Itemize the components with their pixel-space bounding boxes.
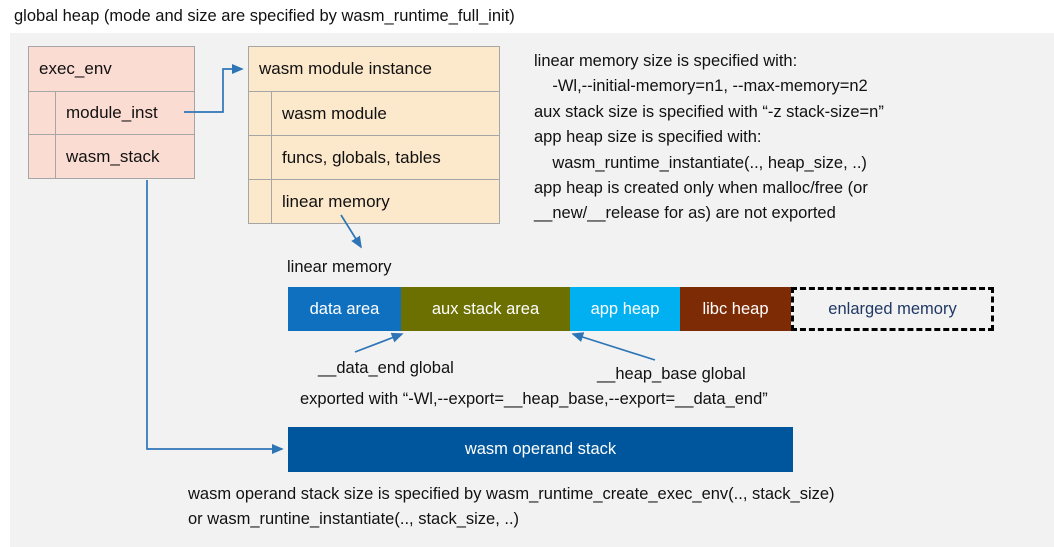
- linear-memory-bar: data area aux stack area app heap libc heap…: [288, 287, 994, 331]
- annotation-heap-base: __heap_base global: [597, 365, 746, 383]
- field-label-funcs-globals-tables: funcs, globals, tables: [282, 147, 441, 167]
- indent-cell: [29, 92, 56, 134]
- memory-segment-data-area: data area: [288, 287, 401, 331]
- field-label-linear-memory: linear memory: [282, 192, 390, 211]
- indent-cell: [249, 92, 272, 135]
- indent-cell: [29, 135, 56, 178]
- exec-env-field-wasm-stack: wasm_stack: [29, 135, 194, 178]
- operand-stack-note: wasm operand stack size is specified by …: [188, 485, 835, 529]
- module-instance-header-label: wasm module instance: [259, 59, 432, 78]
- exec-env-header-row: exec_env: [29, 47, 194, 92]
- exec-env-field-module-inst: module_inst: [29, 92, 194, 135]
- memory-segment-app-heap: app heap: [570, 287, 680, 331]
- annotation-exported-with: exported with “-Wl,--export=__heap_base,…: [300, 390, 768, 408]
- memory-segment-label: enlarged memory: [828, 299, 957, 318]
- memory-segment-libc-heap: libc heap: [680, 287, 791, 331]
- memory-segment-label: libc heap: [702, 299, 769, 318]
- exec-env-header-label: exec_env: [39, 59, 112, 78]
- memory-segment-label: aux stack area: [431, 299, 540, 318]
- memory-config-notes: linear memory size is specified with: -W…: [534, 52, 884, 223]
- field-label-wasm-module: wasm module: [282, 103, 387, 123]
- wasm-module-instance-box: wasm module instance wasm module funcs, …: [248, 46, 500, 224]
- module-instance-field-funcs-globals-tables: funcs, globals, tables: [249, 136, 499, 180]
- field-label-wasm-stack: wasm_stack: [66, 146, 160, 166]
- module-instance-field-wasm-module: wasm module: [249, 92, 499, 136]
- module-instance-header-row: wasm module instance: [249, 47, 499, 92]
- memory-segment-label: data area: [309, 299, 380, 318]
- memory-segment-label: app heap: [590, 299, 660, 318]
- memory-segment-enlarged-memory: enlarged memory: [791, 287, 994, 331]
- indent-cell: [249, 136, 272, 179]
- memory-segment-aux-stack-area: aux stack area: [401, 287, 570, 331]
- page-title: global heap (mode and size are specified…: [14, 7, 515, 25]
- annotation-data-end: __data_end global: [318, 359, 454, 377]
- wasm-operand-stack-bar: wasm operand stack: [288, 427, 793, 472]
- wasm-operand-stack-label: wasm operand stack: [464, 440, 617, 458]
- exec-env-box: exec_env module_inst wasm_stack: [28, 46, 195, 179]
- module-instance-field-linear-memory: linear memory: [249, 180, 499, 224]
- field-label-module-inst: module_inst: [66, 103, 158, 122]
- linear-memory-caption: linear memory: [287, 258, 392, 276]
- indent-cell: [249, 180, 272, 224]
